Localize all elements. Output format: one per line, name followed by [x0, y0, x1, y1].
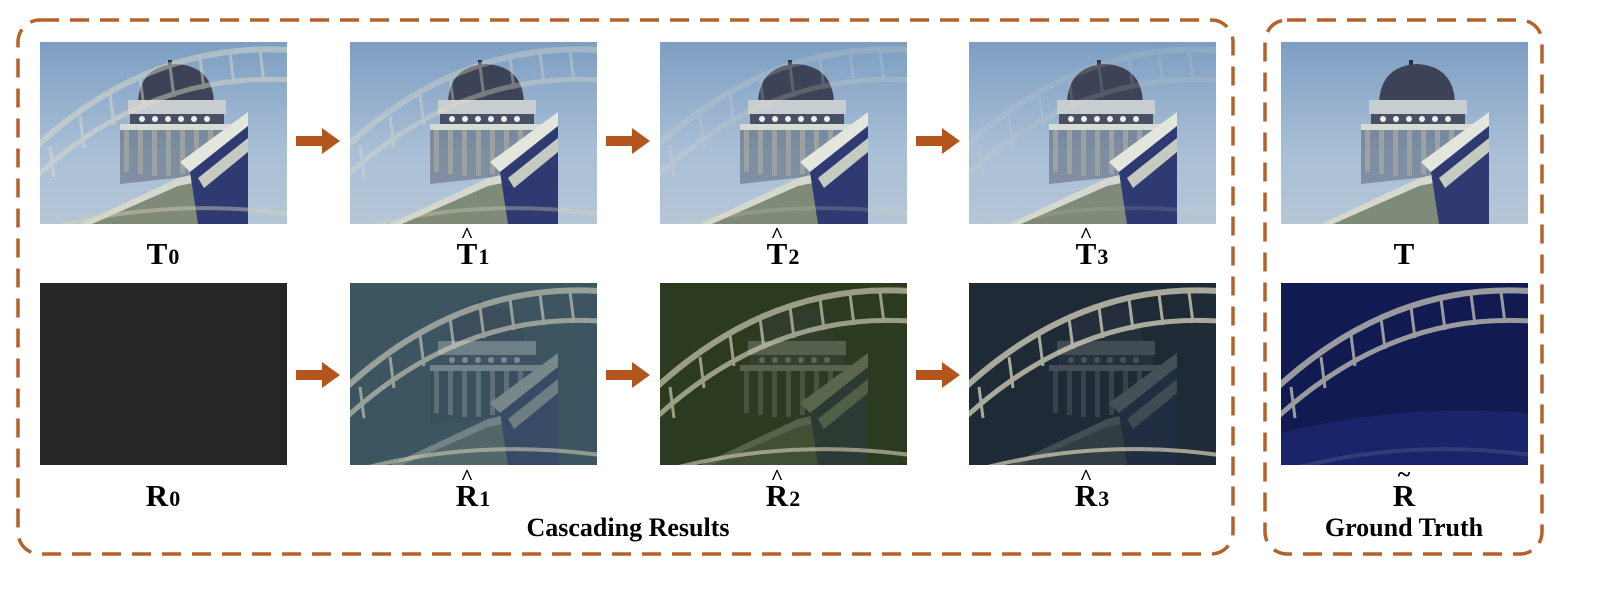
- caption-cascading-results: Cascading Results: [526, 513, 730, 542]
- image-r-ground-truth: [1281, 283, 1528, 465]
- label-r2-hat: ^R2: [765, 464, 801, 513]
- label-t3-hat: ^T3: [1075, 222, 1109, 271]
- image-t1: [350, 42, 597, 224]
- image-t3: [969, 42, 1216, 224]
- label-r0: R0: [145, 478, 181, 513]
- image-r3: [969, 283, 1216, 465]
- label-t2-hat: ^T2: [766, 222, 800, 271]
- image-r0: [40, 283, 287, 465]
- label-r1-hat: ^R1: [455, 464, 491, 513]
- arrow-r2-r3: [916, 362, 960, 388]
- arrow-r0-r1: [296, 362, 340, 388]
- image-t2: [660, 42, 907, 224]
- label-t0: T0: [146, 236, 180, 271]
- label-t1-hat: ^T1: [456, 222, 490, 271]
- label-r-ground-truth: ~R: [1392, 462, 1416, 513]
- image-t0: [40, 42, 287, 224]
- label-r3-hat: ^R3: [1074, 464, 1110, 513]
- caption-ground-truth: Ground Truth: [1324, 513, 1484, 542]
- image-r1: [350, 283, 597, 465]
- arrow-t1-t2: [606, 128, 650, 154]
- image-t-ground-truth: [1281, 42, 1528, 224]
- image-r2: [660, 283, 907, 465]
- label-t-ground-truth: T: [1393, 236, 1415, 271]
- arrow-t0-t1: [296, 128, 340, 154]
- arrow-t2-t3: [916, 128, 960, 154]
- arrow-r1-r2: [606, 362, 650, 388]
